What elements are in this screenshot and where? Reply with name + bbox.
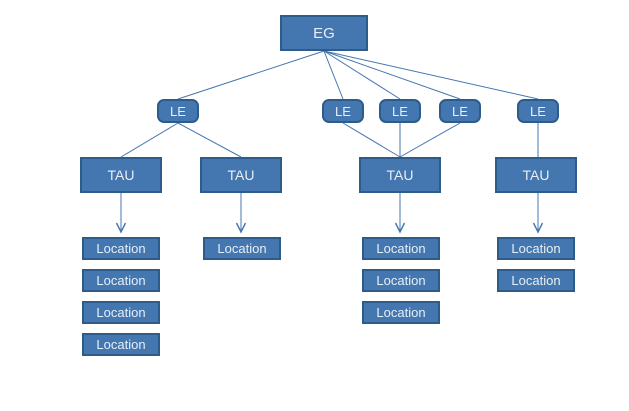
edge-eg1-to-le3	[323, 50, 401, 100]
node-tau4[interactable]: TAU	[495, 157, 577, 193]
node-loc1d[interactable]: Location	[82, 333, 160, 356]
node-label: Location	[376, 273, 426, 288]
node-label: EG	[313, 24, 335, 42]
edge-tau3-to-loc3a	[394, 193, 406, 234]
node-tau2[interactable]: TAU	[200, 157, 282, 193]
edge-tau4-to-loc4a	[532, 193, 544, 234]
node-loc4a[interactable]: Location	[497, 237, 575, 260]
node-eg1[interactable]: EG	[280, 15, 368, 51]
edge-eg1-to-le1	[177, 50, 325, 100]
edge-eg1-to-le5	[323, 50, 539, 100]
node-le1[interactable]: LE	[157, 99, 199, 123]
node-label: LE	[392, 103, 408, 119]
node-le3[interactable]: LE	[379, 99, 421, 123]
node-loc3b[interactable]: Location	[362, 269, 440, 292]
node-label: Location	[96, 241, 146, 256]
node-loc2a[interactable]: Location	[203, 237, 281, 260]
node-label: TAU	[386, 167, 414, 183]
node-label: Location	[96, 273, 146, 288]
node-loc3c[interactable]: Location	[362, 301, 440, 324]
node-label: Location	[96, 337, 146, 352]
edge-le1-to-tau1	[120, 122, 179, 158]
arrowhead-icon	[394, 222, 406, 234]
node-label: TAU	[522, 167, 550, 183]
node-loc3a[interactable]: Location	[362, 237, 440, 260]
edge-eg1-to-le2	[323, 50, 344, 100]
edge-eg1-to-le4	[323, 50, 461, 100]
node-label: TAU	[107, 167, 135, 183]
node-label: TAU	[227, 167, 255, 183]
node-label: Location	[217, 241, 267, 256]
node-label: Location	[376, 241, 426, 256]
node-le5[interactable]: LE	[517, 99, 559, 123]
node-label: Location	[511, 241, 561, 256]
node-label: LE	[335, 103, 351, 119]
edge-le1-to-tau2	[177, 122, 242, 158]
arrowhead-icon	[532, 222, 544, 234]
node-loc1a[interactable]: Location	[82, 237, 160, 260]
edge-tau2-to-loc2a	[235, 193, 247, 234]
arrowhead-icon	[115, 222, 127, 234]
node-label: Location	[376, 305, 426, 320]
edge-tau1-to-loc1a	[115, 193, 127, 234]
node-label: Location	[511, 273, 561, 288]
node-tau3[interactable]: TAU	[359, 157, 441, 193]
node-loc1c[interactable]: Location	[82, 301, 160, 324]
node-label: LE	[452, 103, 468, 119]
node-tau1[interactable]: TAU	[80, 157, 162, 193]
node-loc1b[interactable]: Location	[82, 269, 160, 292]
node-loc4b[interactable]: Location	[497, 269, 575, 292]
node-label: LE	[170, 103, 186, 119]
edge-le4-to-tau3	[399, 122, 461, 158]
node-label: Location	[96, 305, 146, 320]
edge-le2-to-tau3	[342, 122, 401, 158]
node-label: LE	[530, 103, 546, 119]
arrowhead-icon	[235, 222, 247, 234]
node-le4[interactable]: LE	[439, 99, 481, 123]
node-le2[interactable]: LE	[322, 99, 364, 123]
